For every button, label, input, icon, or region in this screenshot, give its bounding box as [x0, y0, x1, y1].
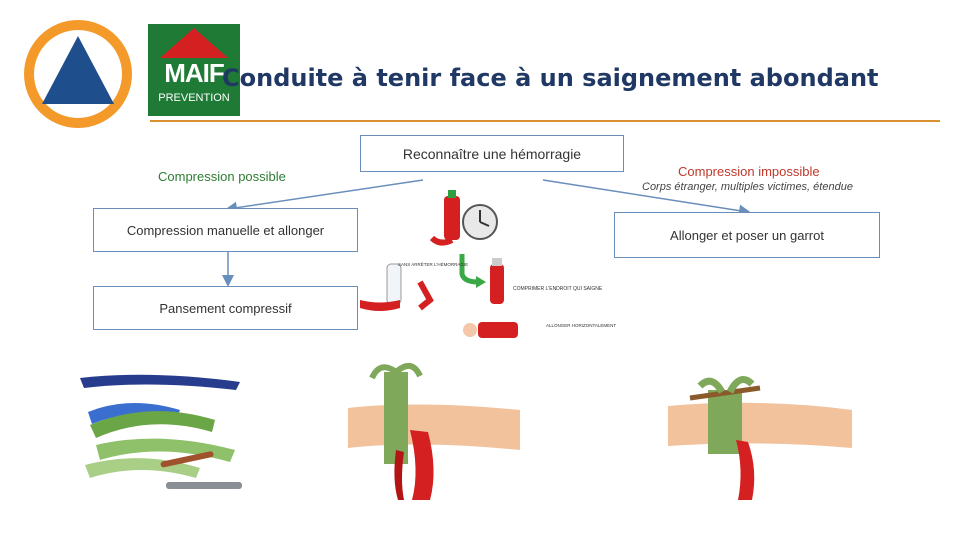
step-manual-compression: Compression manuelle et allonger [93, 208, 358, 252]
caption-compress: COMPRIMER L'ENDROIT QUI SAIGNE [513, 286, 603, 292]
step-tourniquet-label: Allonger et poser un garrot [670, 227, 824, 243]
step-pressure-dressing: Pansement compressif [93, 286, 358, 330]
maif-logo-text: MAIF [164, 58, 225, 88]
caption-lay: ALLONGER HORIZONTALEMENT [546, 323, 616, 328]
maif-prevention-logo: MAIF PREVENTION [148, 24, 240, 116]
step-pressure-dressing-label: Pansement compressif [159, 300, 292, 316]
compression-possible-label: Compression possible [158, 169, 286, 184]
step-tourniquet: Allonger et poser un garrot [614, 212, 880, 258]
compression-impossible-note: Corps étranger, multiples victimes, éten… [642, 181, 853, 193]
root-box: Reconnaître une hémorragie [360, 135, 624, 172]
caption-stop: SANS ARRÊTER L'HÉMORRAGIE [398, 260, 468, 267]
compression-impossible-label: Compression impossible [678, 164, 820, 179]
step-manual-compression-label: Compression manuelle et allonger [126, 222, 325, 238]
maif-logo-subtext: PREVENTION [158, 92, 230, 104]
bottle-icon [444, 196, 460, 240]
root-label: Reconnaître une hémorragie [402, 145, 582, 162]
securite-civile-logo [24, 20, 132, 128]
arrow-to-compression-possible [225, 179, 424, 214]
page-title: Conduite à tenir face à un saignement ab… [222, 64, 879, 92]
title-divider [150, 120, 940, 122]
arrow-to-compression-impossible [542, 179, 751, 217]
